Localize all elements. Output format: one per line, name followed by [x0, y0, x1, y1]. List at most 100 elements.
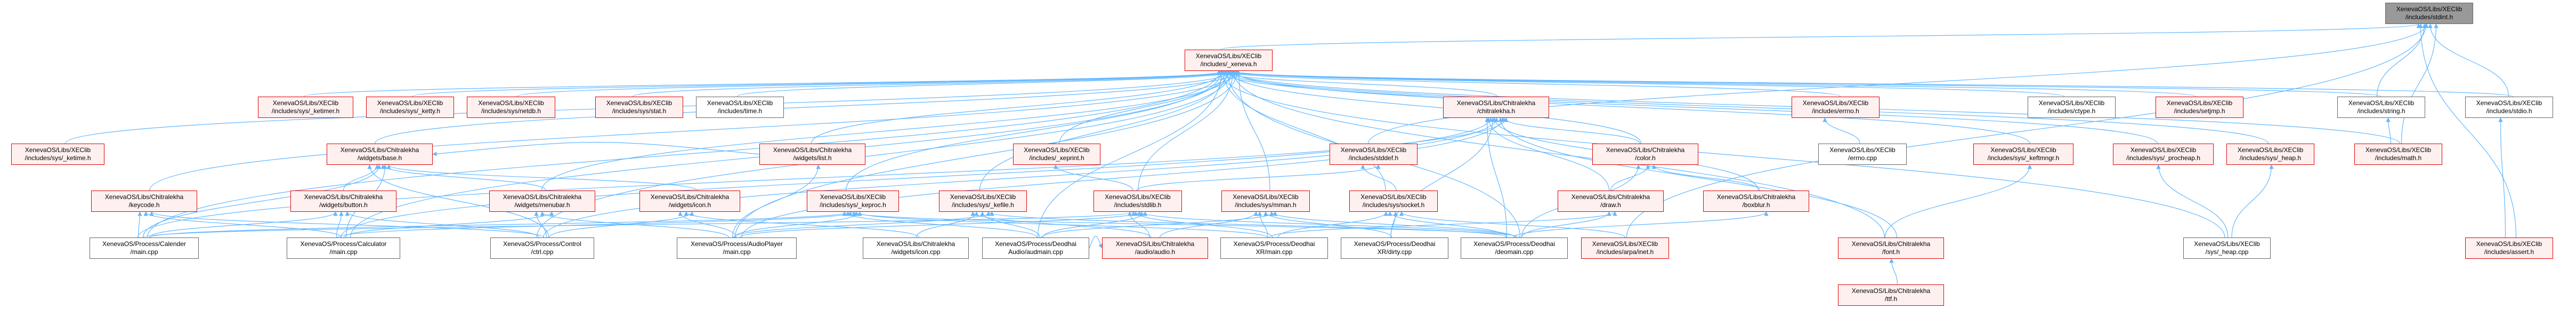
node-socket[interactable]: XenevaOS/Libs/XEClib/includes/sys/socket… — [1349, 191, 1438, 212]
node-label-line: XenevaOS/Libs/XEClib — [950, 193, 1016, 201]
edge-ctype-to-xeneva — [1228, 70, 2065, 97]
edge-socket-to-xeneva — [1221, 70, 1386, 191]
node-label-line: XenevaOS/Process/Calender — [102, 240, 186, 248]
node-stddef[interactable]: XenevaOS/Libs/XEClib/includes/stddef.h — [1330, 144, 1417, 165]
node-ketime[interactable]: XenevaOS/Libs/XEClib/includes/sys/_ketim… — [11, 144, 104, 165]
node-keycode[interactable]: XenevaOS/Libs/Chitralekha/keycode.h — [91, 191, 197, 212]
edge-list-to-xeneva — [811, 70, 1225, 144]
node-label-line: /includes/sys/mman.h — [1235, 201, 1297, 209]
node-label-line: Audio/audmain.cpp — [1008, 248, 1063, 256]
node-xeneva[interactable]: XenevaOS/Libs/XEClib/includes/_xeneva.h — [1185, 50, 1273, 71]
node-audioh[interactable]: XenevaOS/Libs/Chitralekha/audio/audio.h — [1102, 237, 1208, 259]
edge-dirty-to-mman — [1263, 211, 1392, 238]
node-errnocpp[interactable]: XenevaOS/Libs/XEClib/errno.cpp — [1818, 144, 1907, 165]
node-label-line: XenevaOS/Libs/Chitralekha — [1851, 240, 1931, 248]
edge-calculator-to-menubar — [343, 211, 554, 238]
node-color[interactable]: XenevaOS/Libs/Chitralekha/color.h — [1592, 144, 1698, 165]
node-assert[interactable]: XenevaOS/Libs/XEClib/includes/assert.h — [2465, 237, 2553, 259]
node-label-line: /includes/sys/_procheap.h — [2126, 154, 2200, 162]
node-label-line: XenevaOS/Libs/XEClib — [1024, 146, 1090, 154]
node-ctype[interactable]: XenevaOS/Libs/XEClib/includes/ctype.h — [2028, 97, 2116, 118]
node-list[interactable]: XenevaOS/Libs/Chitralekha/widgets/list.h — [759, 144, 865, 165]
edge-heapcpp-to-procheap — [2156, 164, 2229, 238]
node-draw[interactable]: XenevaOS/Libs/Chitralekha/draw.h — [1558, 191, 1664, 212]
edge-ttf-to-font — [1889, 258, 1898, 285]
node-heaph[interactable]: XenevaOS/Libs/XEClib/includes/sys/_heap.… — [2226, 144, 2314, 165]
node-button[interactable]: XenevaOS/Libs/Chitralekha/widgets/button… — [290, 191, 396, 212]
node-label-line: XenevaOS/Libs/XEClib — [1360, 193, 1427, 201]
edge-control-to-base — [367, 164, 549, 238]
edge-heapcpp-to-heaph — [2231, 164, 2274, 238]
node-inet[interactable]: XenevaOS/Libs/XEClib/includes/arpa/inet.… — [1581, 237, 1669, 259]
node-boxblur[interactable]: XenevaOS/Libs/Chitralekha/boxblur.h — [1703, 191, 1809, 212]
node-label-line: XenevaOS/Libs/XEClib — [2038, 99, 2105, 107]
node-font[interactable]: XenevaOS/Libs/Chitralekha/font.h — [1838, 237, 1944, 259]
node-stat[interactable]: XenevaOS/Libs/XEClib/includes/sys/stat.h — [595, 97, 683, 118]
edge-procheap-to-xeneva — [1217, 70, 2158, 144]
edge-inet-to-socket — [1399, 211, 1626, 238]
node-label-line: XenevaOS/Process/Calculator — [300, 240, 387, 248]
node-heapcpp[interactable]: XenevaOS/Libs/XEClib/sys/_heap.cpp — [2183, 237, 2271, 259]
node-netdb[interactable]: XenevaOS/Libs/XEClib/includes/sys/netdb.… — [467, 97, 555, 118]
node-label-line: XenevaOS/Libs/XEClib — [2130, 146, 2197, 154]
node-label-line: /deomain.cpp — [1495, 248, 1534, 256]
node-label-line: /sys/_heap.cpp — [2205, 248, 2249, 256]
edge-heapcpp-to-xeneva — [1217, 70, 2225, 238]
node-label-line: XenevaOS/Libs/Chitralekha — [1456, 99, 1536, 107]
node-label-line: XenevaOS/Libs/XEClib — [1105, 193, 1171, 201]
edge-audioplayer-to-stdlib — [739, 211, 1141, 238]
node-control[interactable]: XenevaOS/Process/Control/ctrl.cpp — [490, 237, 594, 259]
node-label-line: /includes/sys/_heap.h — [2239, 154, 2302, 162]
node-audioplayer[interactable]: XenevaOS/Process/AudioPlayer/main.cpp — [677, 237, 797, 259]
node-ttf[interactable]: XenevaOS/Libs/Chitralekha/ttf.h — [1838, 284, 1944, 306]
node-label-line: /includes/time.h — [717, 107, 763, 115]
node-label-line: XenevaOS/Libs/XEClib — [707, 99, 773, 107]
node-keftmngr[interactable]: XenevaOS/Libs/XEClib/includes/sys/_keftm… — [1973, 144, 2073, 165]
node-label-line: /includes/sys/_ketty.h — [379, 107, 441, 115]
node-calculator[interactable]: XenevaOS/Process/Calculator/main.cpp — [287, 237, 400, 259]
node-stdint[interactable]: XenevaOS/Libs/XEClib/includes/stdint.h — [2385, 3, 2473, 24]
node-label-line: /widgets/base.h — [357, 154, 402, 162]
node-xeprint[interactable]: XenevaOS/Libs/XEClib/includes/_xeprint.h — [1013, 144, 1100, 165]
edge-deomain-to-chitralekha — [1485, 117, 1508, 238]
node-deomain[interactable]: XenevaOS/Process/Deodhai/deomain.cpp — [1461, 237, 1568, 259]
node-base[interactable]: XenevaOS/Libs/Chitralekha/widgets/base.h — [327, 144, 433, 165]
node-label-line: XenevaOS/Libs/Chitralekha — [1115, 240, 1195, 248]
node-setjmp[interactable]: XenevaOS/Libs/XEClib/includes/setjmp.h — [2156, 97, 2243, 118]
node-stdio[interactable]: XenevaOS/Libs/XEClib/includes/stdio.h — [2465, 97, 2553, 118]
node-procheap[interactable]: XenevaOS/Libs/XEClib/includes/sys/_proch… — [2113, 144, 2214, 165]
node-stdlib[interactable]: XenevaOS/Libs/XEClib/includes/stdlib.h — [1093, 191, 1182, 212]
node-label-line: /includes/sys/netdb.h — [481, 107, 541, 115]
node-menubar[interactable]: XenevaOS/Libs/Chitralekha/widgets/menuba… — [489, 191, 595, 212]
node-errnoh[interactable]: XenevaOS/Libs/XEClib/includes/errno.h — [1792, 97, 1880, 118]
node-calender[interactable]: XenevaOS/Process/Calender/main.cpp — [90, 237, 199, 259]
node-keproc[interactable]: XenevaOS/Libs/XEClib/includes/sys/_kepro… — [807, 191, 899, 212]
node-time[interactable]: XenevaOS/Libs/XEClib/includes/time.h — [696, 97, 784, 118]
node-ketimer[interactable]: XenevaOS/Libs/XEClib/includes/sys/_ketim… — [258, 97, 353, 118]
edge-calculator-to-keproc — [337, 211, 856, 238]
node-mman[interactable]: XenevaOS/Libs/XEClib/includes/sys/mman.h — [1221, 191, 1310, 212]
node-math[interactable]: XenevaOS/Libs/XEClib/includes/math.h — [2354, 144, 2442, 165]
edge-xrmain-to-draw — [1269, 211, 1617, 238]
edge-draw-to-chitralekha — [1486, 117, 1610, 191]
node-label-line: /includes/_xeneva.h — [1200, 60, 1257, 68]
node-label-line: XenevaOS/Libs/XEClib — [25, 146, 91, 154]
node-iconcpp[interactable]: XenevaOS/Libs/Chitralekha/widgets/icon.c… — [863, 237, 969, 259]
node-label-line: XenevaOS/Libs/Chitralekha — [1716, 193, 1796, 201]
node-chitralekha[interactable]: XenevaOS/Libs/Chitralekha/chitralekha.h — [1443, 97, 1549, 118]
edge-color-to-chitralekha — [1502, 117, 1641, 144]
node-ketty[interactable]: XenevaOS/Libs/XEClib/includes/sys/_ketty… — [366, 97, 454, 118]
node-label-line: XenevaOS/Libs/XEClib — [2476, 240, 2542, 248]
node-label-line: XenevaOS/Libs/XEClib — [2348, 99, 2415, 107]
node-string[interactable]: XenevaOS/Libs/XEClib/includes/string.h — [2337, 97, 2425, 118]
edge-math-to-stdint — [2401, 23, 2439, 144]
edge-calender-to-xeneva — [147, 70, 1222, 238]
node-iconh[interactable]: XenevaOS/Libs/Chitralekha/widgets/icon.h — [639, 191, 740, 212]
edge-math-to-string — [2386, 117, 2392, 144]
edge-string-to-stdint — [2376, 23, 2427, 97]
edge-list-to-base — [432, 141, 760, 156]
node-kefile[interactable]: XenevaOS/Libs/XEClib/includes/sys/_kefil… — [939, 191, 1027, 212]
